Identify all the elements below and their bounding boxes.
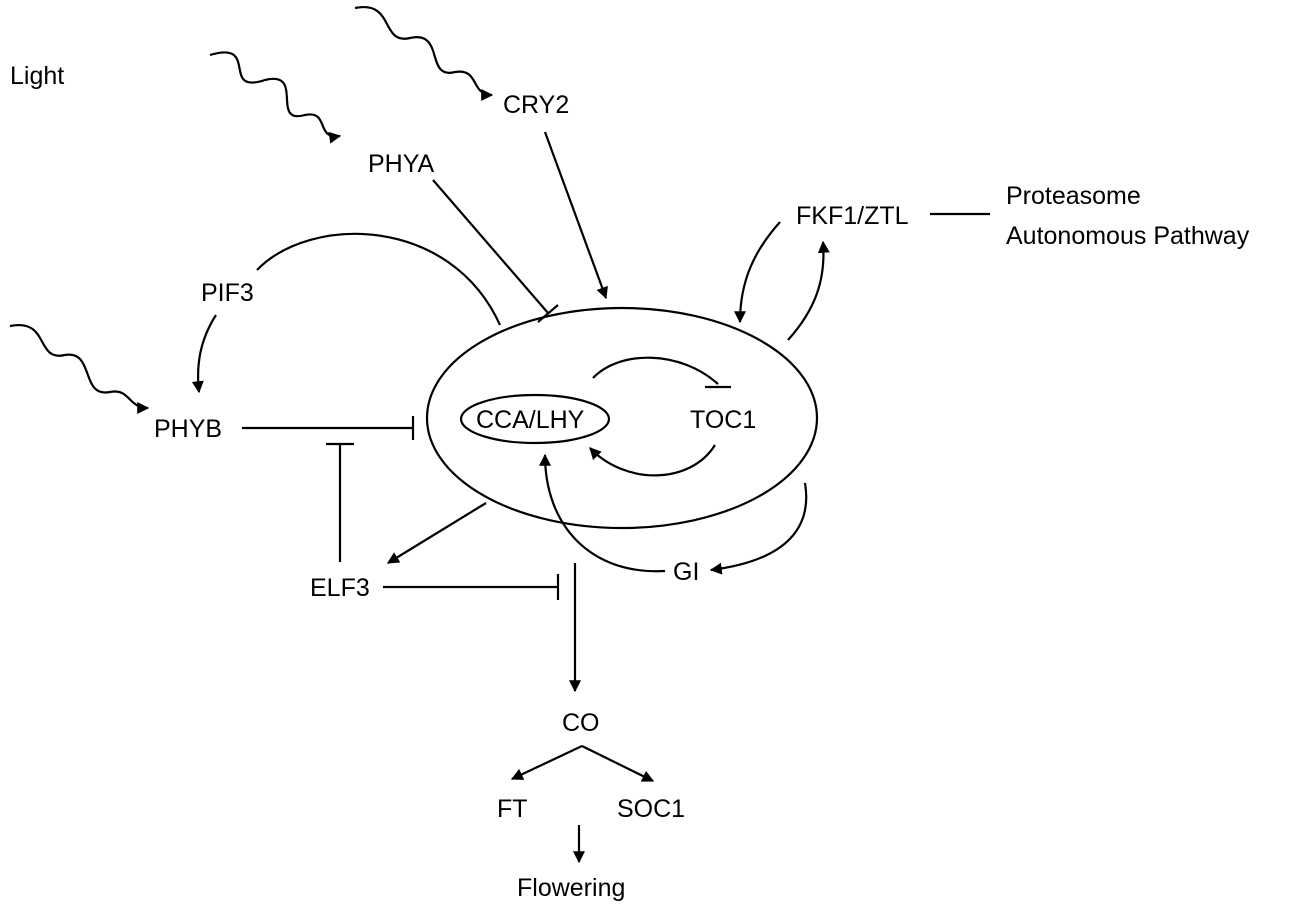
label-soc1: SOC1 bbox=[617, 795, 685, 823]
label-autonomous-pathway: Autonomous Pathway bbox=[1006, 222, 1250, 250]
clock-ellipse bbox=[425, 306, 819, 530]
label-proteasome: Proteasome bbox=[1006, 182, 1141, 210]
label-phya: PHYA bbox=[368, 150, 435, 178]
gi-cca-arrow bbox=[539, 453, 666, 573]
fkf1-ellipse-arrow bbox=[734, 221, 781, 324]
label-elf3: ELF3 bbox=[310, 574, 370, 602]
label-toc1: TOC1 bbox=[690, 406, 756, 434]
light-wave-phya-icon bbox=[209, 51, 342, 144]
label-gi: GI bbox=[673, 558, 699, 586]
co-soc1-arrow bbox=[581, 745, 655, 782]
ellipse-gi-arrow bbox=[709, 482, 808, 575]
ellipse-elf3-arrow bbox=[386, 502, 487, 564]
label-light: Light bbox=[10, 62, 64, 90]
label-ft: FT bbox=[497, 795, 528, 823]
label-cca-lhy: CCA/LHY bbox=[476, 406, 585, 434]
ellipse-fkf1-arrow bbox=[787, 240, 830, 341]
cca-toc1-inhibit-line bbox=[592, 356, 719, 385]
phya-inhibit-line bbox=[432, 179, 549, 314]
light-wave-cry2-icon bbox=[354, 5, 494, 101]
label-flowering: Flowering bbox=[517, 874, 625, 902]
cca-lhy-ellipse bbox=[459, 393, 611, 445]
label-phyb: PHYB bbox=[154, 415, 222, 443]
label-co: CO bbox=[562, 709, 600, 737]
phya-tbar bbox=[537, 304, 559, 323]
co-ft-arrow bbox=[510, 745, 583, 780]
pif3-phyb-arrow bbox=[191, 314, 217, 394]
pif3-ellipse-arc bbox=[256, 232, 502, 326]
label-fkf1-ztl: FKF1/ZTL bbox=[796, 202, 909, 230]
label-cry2: CRY2 bbox=[503, 91, 569, 119]
cry2-arrow bbox=[543, 131, 608, 300]
label-pif3: PIF3 bbox=[201, 279, 254, 307]
light-wave-phyb-icon bbox=[9, 323, 150, 414]
toc1-cca-arrow bbox=[589, 444, 716, 477]
